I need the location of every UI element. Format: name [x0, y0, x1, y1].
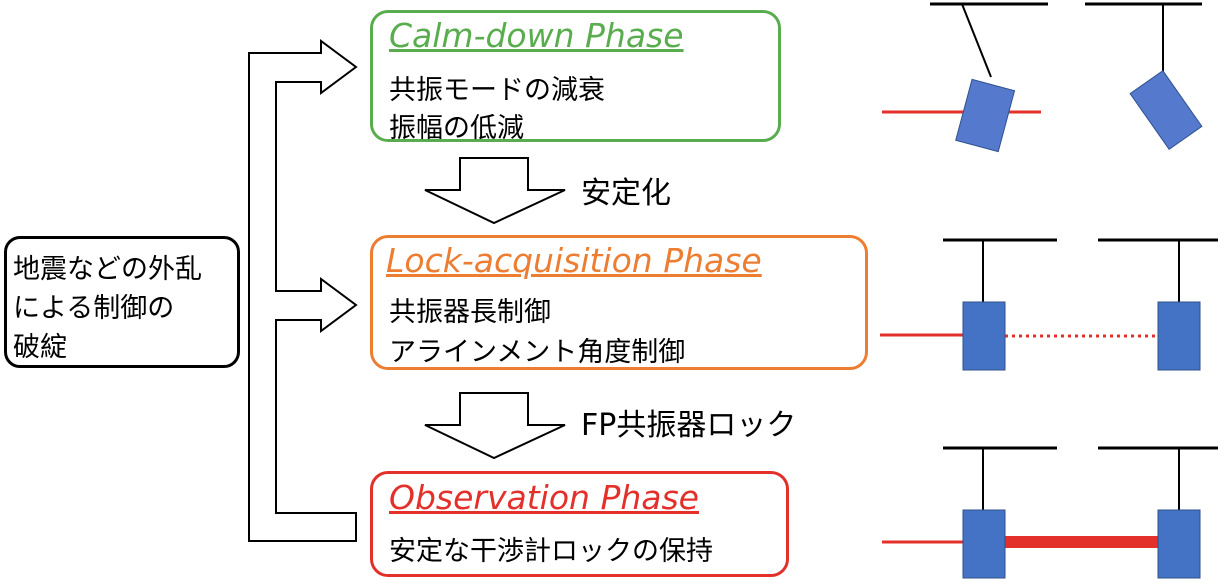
lock-acquisition-phase-title: Lock-acquisition Phase [386, 241, 762, 280]
phase-description: 共振モードの減衰 [389, 75, 605, 106]
phase-description: アラインメント角度制御 [389, 337, 686, 368]
mirror [962, 509, 1006, 579]
cause-line-2: による制御の [13, 293, 175, 324]
down-arrow-2 [424, 392, 566, 460]
phase-description: 振幅の低減 [389, 113, 524, 144]
calm-down-phase-title: Calm-down Phase [389, 16, 684, 55]
transition-label-stabilize: 安定化 [581, 176, 671, 211]
down-arrow-1 [424, 157, 566, 225]
cause-box: 地震などの外乱 による制御の 破綻 [4, 236, 240, 368]
observation-illustration [882, 446, 1218, 579]
tilted-mirror [955, 78, 1016, 153]
cause-line-3: 破綻 [13, 332, 67, 363]
observation-phase-box: Observation Phase 安定な干渉計ロックの保持 [370, 471, 789, 577]
suspension-wire [961, 3, 992, 78]
lock-acquisition-phase-box: Lock-acquisition Phase 共振器長制御 アラインメント角度制… [370, 235, 868, 370]
calm-down-illustration [882, 2, 1203, 153]
transition-label-fp-lock: FP共振器ロック [581, 408, 797, 443]
lock-acquisition-illustration [880, 238, 1218, 371]
phase-description: 共振器長制御 [389, 297, 551, 328]
tilted-mirror [1129, 69, 1203, 151]
mirror [1157, 301, 1201, 371]
calm-down-phase-box: Calm-down Phase 共振モードの減衰 振幅の低減 [370, 10, 781, 144]
mirror [1157, 509, 1201, 579]
phase-description: 安定な干渉計ロックの保持 [389, 536, 713, 567]
cause-line-1: 地震などの外乱 [13, 254, 202, 285]
observation-phase-title: Observation Phase [389, 478, 699, 517]
feedback-loop-arrow [248, 39, 358, 542]
mirror [962, 301, 1006, 371]
